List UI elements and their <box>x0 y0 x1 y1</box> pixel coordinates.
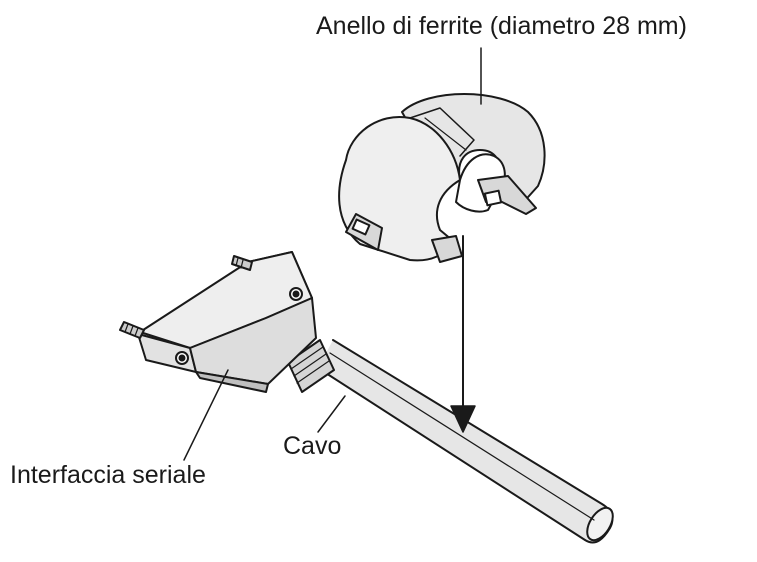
ferrite-ring <box>338 93 546 263</box>
cable <box>317 339 614 544</box>
serial-connector <box>119 251 317 393</box>
leader-line-serial <box>183 369 229 461</box>
leader-line-cable <box>317 395 346 433</box>
serial-interface-label: Interfaccia seriale <box>10 461 206 489</box>
insertion-arrow <box>450 235 476 433</box>
ferrite-ring-label: Anello di ferrite (diametro 28 mm) <box>316 12 687 40</box>
cable-label: Cavo <box>283 432 342 460</box>
cable-strain-relief <box>287 339 335 393</box>
